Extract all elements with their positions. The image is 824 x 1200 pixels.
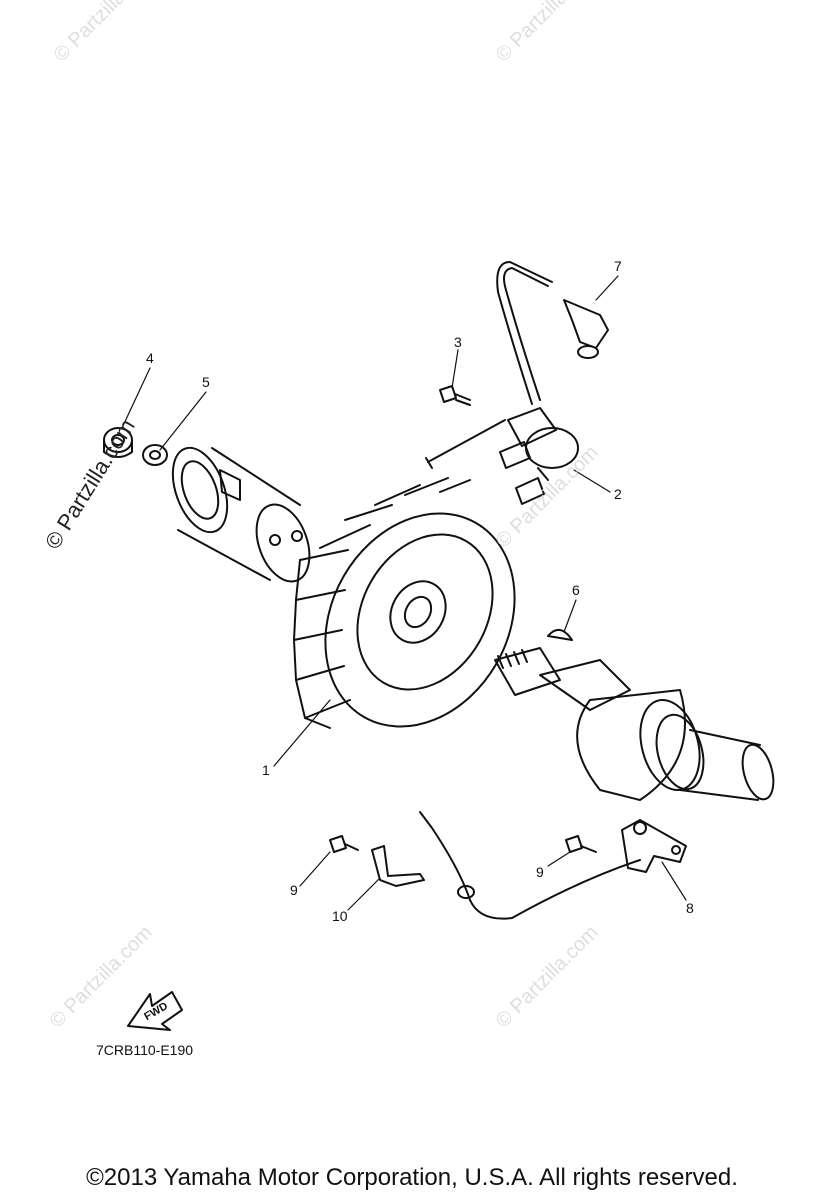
- crankshaft: [494, 647, 775, 801]
- callout-4: 4: [146, 350, 154, 366]
- nut-part-4: [103, 427, 133, 458]
- starter-cup: [171, 446, 311, 583]
- screw-part-3: [439, 385, 471, 406]
- washer-part-5: [142, 444, 168, 466]
- callout-5: 5: [202, 374, 210, 390]
- copyright-notice: ©2013 Yamaha Motor Corporation, U.S.A. A…: [86, 1164, 738, 1191]
- callout-7: 7: [614, 258, 622, 274]
- callout-1: 1: [262, 762, 270, 778]
- callout-8: 8: [686, 900, 694, 916]
- callout-9-right: 9: [536, 864, 544, 880]
- woodruff-key-part-6: [547, 629, 573, 641]
- callout-3: 3: [454, 334, 462, 350]
- fwd-label: FWD: [142, 1000, 170, 1023]
- pulser-coil-part-8: [419, 811, 687, 920]
- plug-cap-part-7: [496, 261, 609, 405]
- clamp-part-10: [371, 845, 425, 887]
- fwd-arrow-icon: [127, 991, 183, 1031]
- callout-2: 2: [614, 486, 622, 502]
- ignition-coil-part-2: [425, 407, 579, 505]
- callout-9-left: 9: [290, 882, 298, 898]
- bolt-part-9-left: [329, 835, 359, 853]
- callout-10: 10: [332, 908, 348, 924]
- leader-lines: [121, 275, 687, 911]
- callout-6: 6: [572, 582, 580, 598]
- diagram-code: 7CRB110-E190: [96, 1042, 194, 1058]
- bolt-part-9-right: [565, 835, 597, 853]
